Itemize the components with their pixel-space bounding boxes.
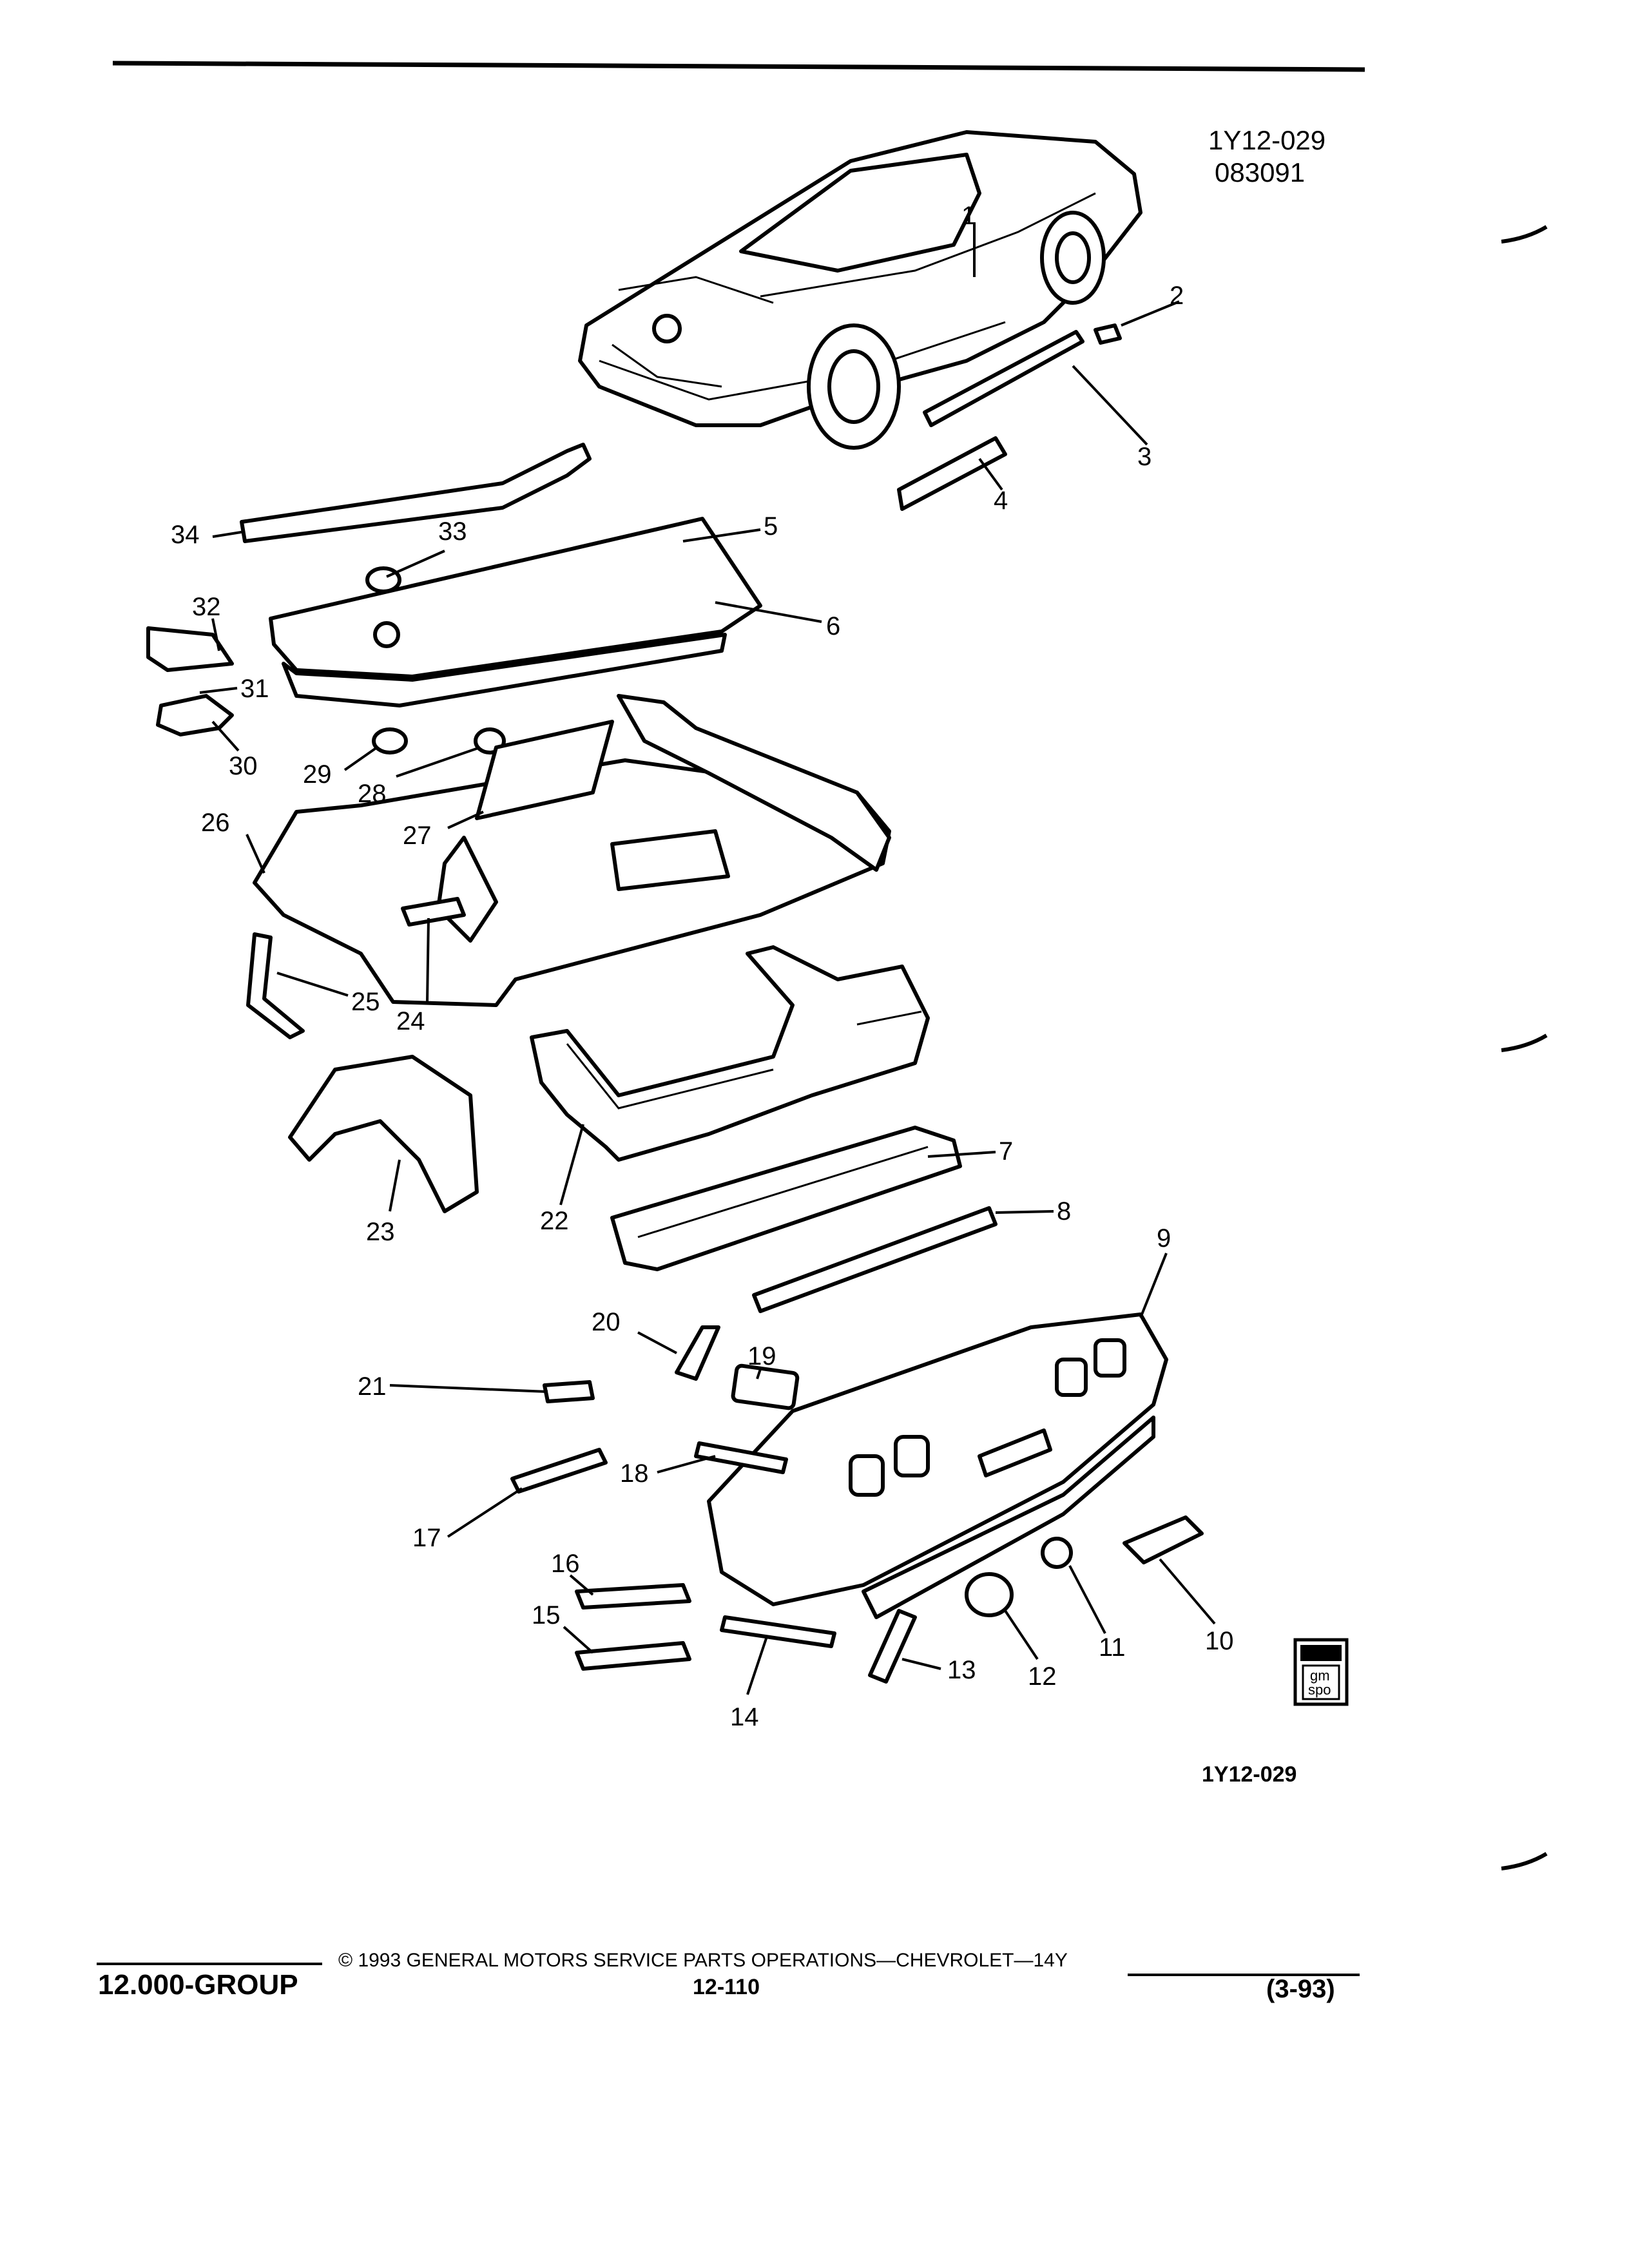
footer-group: 12.000-GROUP (98, 1969, 298, 2001)
callout-28: 28 (358, 780, 387, 808)
gm-spo-logo: gm spo (1293, 1638, 1349, 1706)
callout-10: 10 (1205, 1627, 1234, 1655)
part-26-rear-body-panel (253, 694, 891, 1007)
footer-revision: (3-93) (1266, 1975, 1335, 2003)
part-22-frame (530, 945, 930, 1162)
part-29-shape (372, 727, 408, 754)
header-date-code: 083091 (1215, 157, 1305, 187)
callout-1: 1 (961, 202, 976, 230)
callout-19: 19 (747, 1342, 776, 1370)
part-21-shape (543, 1380, 595, 1403)
callout-27: 27 (403, 822, 432, 850)
car-body-illustration (578, 130, 1142, 450)
part-7-energy-absorber (610, 1126, 962, 1271)
part-2-shape (1094, 323, 1122, 345)
part-19-shape (731, 1363, 800, 1410)
part-34-shape (240, 443, 592, 543)
footer-copyright: © 1993 GENERAL MOTORS SERVICE PARTS OPER… (338, 1950, 1068, 1971)
callout-7: 7 (999, 1137, 1013, 1166)
callout-14: 14 (730, 1703, 759, 1731)
binder-mark-middle (1501, 1033, 1548, 1052)
callout-12: 12 (1028, 1662, 1057, 1691)
logo-line2: spo (1308, 1682, 1331, 1698)
part-14-shape (720, 1615, 836, 1648)
binder-mark-bottom (1501, 1852, 1548, 1870)
binder-mark-top (1501, 225, 1548, 244)
callout-23: 23 (366, 1218, 395, 1246)
callout-34: 34 (171, 521, 200, 549)
callout-15: 15 (532, 1601, 561, 1629)
callout-8: 8 (1057, 1197, 1071, 1225)
callout-11: 11 (1099, 1633, 1126, 1662)
callout-16: 16 (551, 1550, 580, 1578)
callout-22: 22 (540, 1207, 569, 1235)
callout-30: 30 (229, 752, 258, 780)
part-24-shape (401, 897, 466, 927)
part-27-shape (475, 720, 614, 820)
part-4-shape (897, 436, 1007, 511)
callout-3: 3 (1137, 443, 1152, 471)
part-15-shape (575, 1641, 691, 1671)
part-18-shape (694, 1441, 788, 1474)
callout-17: 17 (412, 1524, 441, 1552)
part-16-shape (575, 1583, 691, 1610)
part-32-shape (146, 626, 234, 672)
part-9-rear-fascia (707, 1312, 1168, 1619)
footer-page: 12-110 (693, 1975, 760, 1999)
part-3-shape (923, 330, 1084, 427)
callout-5: 5 (764, 512, 778, 541)
callout-20: 20 (592, 1308, 621, 1336)
part-12-shape (965, 1572, 1014, 1617)
part-10-shape (1123, 1515, 1204, 1564)
top-rule (112, 61, 1365, 72)
callout-31: 31 (240, 675, 269, 703)
callout-26: 26 (201, 809, 230, 837)
callout-25: 25 (351, 988, 380, 1016)
part-5-6-roof-panel (269, 517, 762, 707)
leader-lines (199, 222, 1216, 1695)
callout-24: 24 (396, 1007, 425, 1035)
part-25-shape (246, 932, 305, 1039)
part-20-shape (675, 1325, 720, 1381)
callout-numbers: 1 2 3 4 5 6 7 8 9 10 11 12 13 14 15 16 1… (171, 202, 1234, 1731)
callout-13: 13 (947, 1656, 976, 1684)
callout-29: 29 (303, 760, 332, 789)
part-13-shape (868, 1609, 917, 1684)
callout-9: 9 (1157, 1224, 1171, 1253)
part-11-shape (1041, 1537, 1073, 1569)
logo-line1: gm (1310, 1667, 1330, 1684)
callout-33: 33 (438, 517, 467, 546)
callout-18: 18 (620, 1459, 649, 1488)
part-8-shape (752, 1206, 998, 1313)
callout-4: 4 (994, 486, 1008, 515)
header-code: 1Y12-029 (1208, 125, 1325, 155)
figure-ref: 1Y12-029 (1202, 1762, 1296, 1787)
part-17-shape (510, 1448, 608, 1494)
callout-6: 6 (826, 612, 840, 640)
callout-21: 21 (358, 1372, 387, 1401)
part-30-31-shape (156, 694, 234, 736)
callout-32: 32 (192, 593, 221, 621)
part-23-shape (288, 1055, 479, 1213)
callout-2: 2 (1170, 282, 1184, 310)
